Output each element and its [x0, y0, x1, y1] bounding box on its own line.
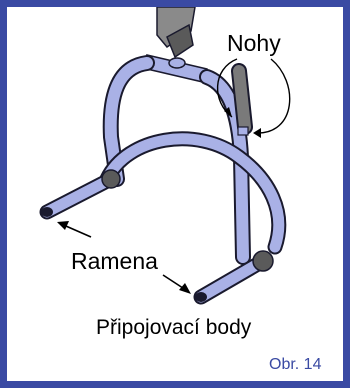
spreader-bar-illustration: Nohy Ramena Připojovací body Obr. 14: [7, 7, 343, 381]
figure-number: Obr. 14: [269, 356, 322, 373]
top-bar: [147, 55, 207, 83]
spreader-loop: [107, 139, 279, 247]
left-arm: [41, 170, 120, 217]
label-legs: Nohy: [227, 30, 281, 56]
lift-mast: [157, 7, 195, 57]
label-attachment-points: Připojovací body: [96, 316, 252, 339]
label-arms: Ramena: [71, 248, 158, 274]
right-arm: [195, 251, 273, 302]
handle-grip: [238, 71, 248, 135]
